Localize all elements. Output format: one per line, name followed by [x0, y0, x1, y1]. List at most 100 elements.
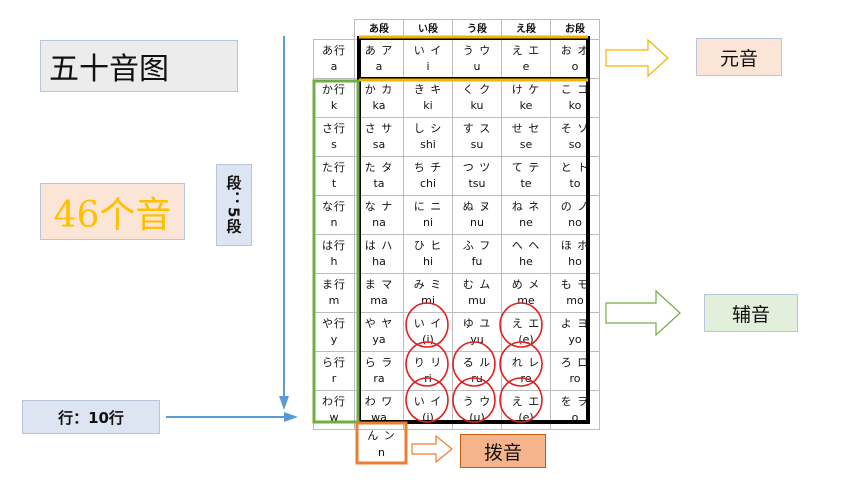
- romaji-text: o: [571, 60, 579, 73]
- romaji-text: ki: [423, 99, 433, 112]
- nasal-label: 拨音: [483, 441, 522, 464]
- romaji-text: a: [375, 60, 383, 73]
- kana-text: き キ: [413, 83, 443, 96]
- kana-text: せ セ: [511, 122, 541, 135]
- kana-text: あ ア: [364, 44, 394, 57]
- row-label-kana: わ行: [322, 395, 346, 408]
- kana-text: れ レ: [511, 356, 541, 369]
- romaji-text: ri: [424, 372, 432, 385]
- romaji-text: ro: [569, 372, 581, 385]
- romaji-text: ya: [372, 333, 386, 346]
- row-label-romaji: r: [331, 372, 337, 385]
- kana-text: は ハ: [364, 239, 394, 252]
- row-label-kana: さ行: [322, 122, 346, 135]
- kana-text: て テ: [511, 161, 541, 174]
- romaji-text: yu: [470, 333, 484, 346]
- nasal-block-arrow: [411, 434, 453, 464]
- kana-text: る ル: [462, 356, 492, 369]
- row-count-text: 行：10行: [58, 408, 124, 427]
- kana-text: ま マ: [364, 278, 394, 291]
- row-label-romaji: s: [331, 138, 337, 151]
- kana-cell: え エ(e): [501, 312, 551, 352]
- romaji-text: ru: [471, 372, 483, 385]
- kana-text: ね ネ: [511, 200, 541, 213]
- kana-cell: い イ(i): [403, 390, 453, 430]
- kana-cell: る ル ru: [452, 351, 502, 391]
- title-text: 五十音图: [49, 52, 169, 87]
- vertical-arrow-head: [279, 396, 289, 410]
- romaji-text: he: [519, 255, 533, 268]
- row-label-kana: な行: [322, 200, 346, 213]
- kana-text: ゆ ユ: [462, 317, 492, 330]
- nasal-romaji: n: [378, 446, 385, 459]
- romaji-text: (i): [422, 333, 434, 346]
- kana-text: え エ: [511, 317, 541, 330]
- vowel-block-arrow: [605, 38, 669, 78]
- romaji-text: ho: [568, 255, 582, 268]
- nasal-kana: ん ン: [367, 429, 396, 442]
- horizontal-arrow-head: [284, 412, 298, 422]
- kana-cell: ふ フ fu: [452, 234, 502, 274]
- dan-box: 段：5段: [216, 164, 252, 246]
- vowel-label: 元音: [719, 47, 758, 70]
- kana-cell: い イ (i): [403, 312, 453, 352]
- kana-text: け ケ: [511, 83, 541, 96]
- column-header: え段: [501, 19, 551, 40]
- kana-cell: き キ ki: [403, 78, 453, 118]
- romaji-text: mo: [566, 294, 584, 307]
- kana-text: い イ: [413, 395, 443, 408]
- consonant-label: 辅音: [731, 303, 770, 326]
- kana-text: ち チ: [413, 161, 443, 174]
- romaji-text: te: [520, 177, 532, 190]
- row-label: さ行 s: [313, 117, 355, 157]
- row-label-kana: ま行: [322, 278, 346, 291]
- kana-text: か カ: [364, 83, 394, 96]
- kana-cell: う ウ(u): [452, 390, 502, 430]
- kana-text: い イ: [413, 317, 443, 330]
- row-label-kana: ら行: [322, 356, 346, 369]
- kana-text: ひ ヒ: [413, 239, 443, 252]
- header-row: あ段い段う段え段お段: [314, 19, 600, 40]
- romaji-text: shi: [420, 138, 436, 151]
- kana-text: ふ フ: [462, 239, 492, 252]
- kana-text: う ウ: [462, 395, 492, 408]
- row-count-box: 行：10行: [22, 400, 160, 434]
- kana-text: え エ: [511, 395, 541, 408]
- romaji-text: fu: [471, 255, 483, 268]
- nasal-cell: ん ン n: [357, 423, 406, 463]
- nasal-label-box: 拨音: [460, 434, 546, 468]
- kana-text: す ス: [462, 122, 492, 135]
- romaji-text: tsu: [468, 177, 486, 190]
- kana-text: を ヲ: [560, 395, 590, 408]
- kana-text: ぬ ヌ: [462, 200, 492, 213]
- kana-text: く ク: [462, 83, 492, 96]
- kana-cell: て テ te: [501, 156, 551, 196]
- romaji-text: me: [517, 294, 535, 307]
